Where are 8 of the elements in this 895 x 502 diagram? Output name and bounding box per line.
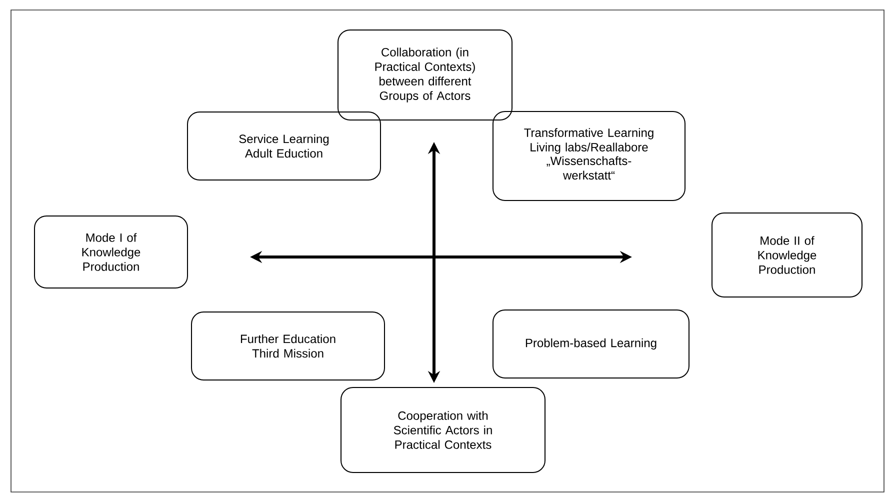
text-box: Service Learning Adult Eduction — [187, 112, 381, 180]
text-box: Cooperation with Scientific Actors in Practical Contexts — [340, 387, 546, 473]
text-box: Mode I of Knowledge Production — [34, 216, 188, 288]
text-box: Further Education Third Mission — [191, 312, 385, 380]
text-box: Transformative Learning Living labs/Reallabore „Wissenschafts-werkstatt“ — [492, 111, 686, 201]
text-box: Problem-based Learning — [492, 310, 690, 378]
text-box: Collaboration (in Practical Contexts) between different Groups of Actors — [338, 30, 512, 120]
text-box: Mode II of Knowledge Production — [712, 212, 862, 298]
